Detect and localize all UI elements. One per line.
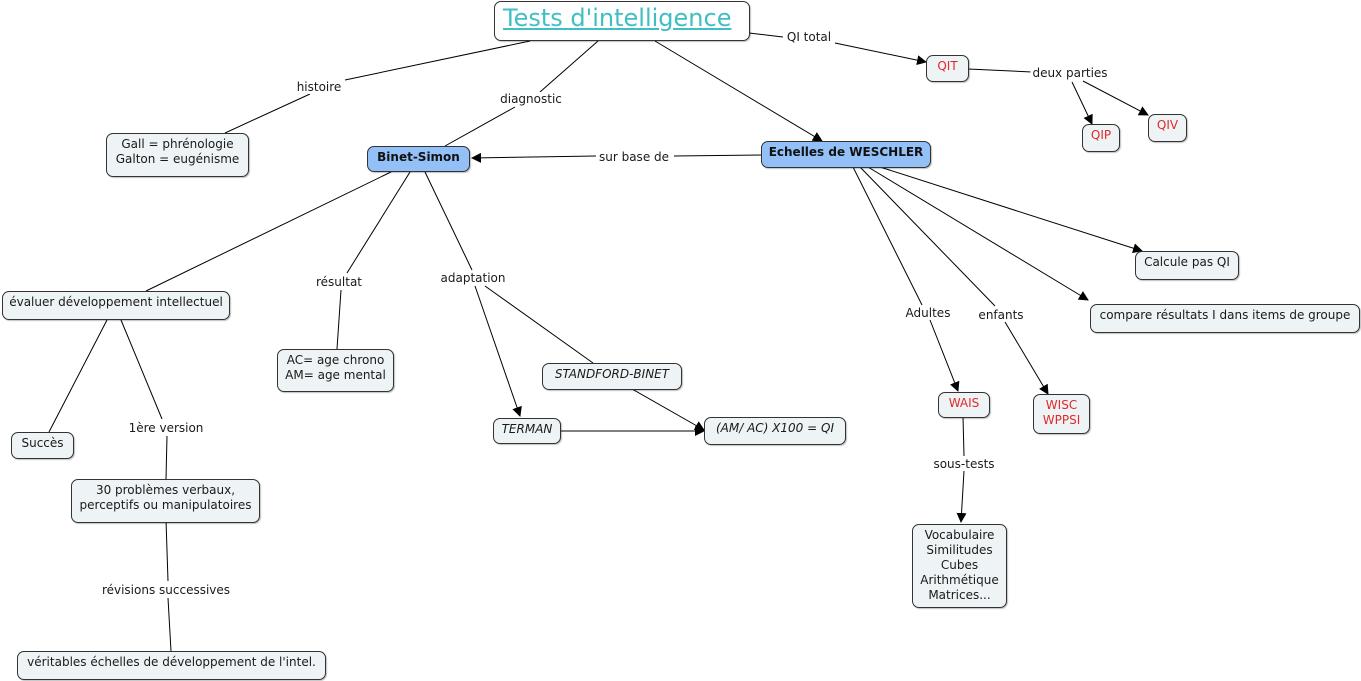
- concept-wais[interactable]: WAIS: [938, 392, 990, 418]
- concept-title[interactable]: Tests d'intelligence: [494, 1, 750, 41]
- link-arrow: [956, 470, 967, 523]
- link-arrow: [867, 166, 1089, 301]
- link-label-1ere-version: 1ère version: [126, 421, 206, 435]
- concept-evaluer-developpement[interactable]: évaluer développement intellectuel: [2, 291, 230, 320]
- link-line: [962, 416, 965, 457]
- concept-sous-tests-list[interactable]: Vocabulaire Similitudes Cubes Arithmétiq…: [912, 524, 1007, 608]
- concept-qip[interactable]: QIP: [1082, 124, 1120, 152]
- link-arrow: [474, 285, 522, 417]
- link-line: [224, 93, 311, 134]
- concept-gall-galton[interactable]: Gall = phrénologie Galton = eugénisme: [106, 133, 249, 177]
- link-line: [673, 154, 763, 157]
- concept-ac-am[interactable]: AC= age chrono AM= age mental: [277, 349, 394, 392]
- link-line: [852, 166, 923, 306]
- link-line: [444, 106, 516, 147]
- concept-formule-qi[interactable]: (AM/ AC) X100 = QI: [704, 417, 846, 445]
- link-label-sur-base-de: sur base de: [596, 150, 672, 164]
- link-arrow: [654, 40, 823, 142]
- concept-calcule-pas-qi[interactable]: Calcule pas QI: [1135, 251, 1239, 280]
- link-label-adaptation: adaptation: [438, 271, 508, 285]
- link-arrow: [471, 152, 597, 163]
- link-arrow: [1004, 321, 1049, 395]
- link-label-resultat: résultat: [313, 275, 365, 289]
- link-label-histoire: histoire: [294, 80, 344, 94]
- link-line: [165, 519, 169, 582]
- link-line: [48, 319, 108, 433]
- link-line: [967, 68, 1033, 73]
- concept-terman[interactable]: TERMAN: [493, 418, 561, 444]
- link-label-adultes: Adultes: [903, 306, 953, 320]
- concept-qit[interactable]: QIT: [926, 55, 969, 82]
- link-line: [165, 435, 168, 480]
- concept-30-problemes[interactable]: 30 problèmes verbaux, perceptifs ou mani…: [71, 479, 260, 523]
- link-line: [859, 166, 996, 307]
- link-line: [336, 289, 342, 350]
- link-label-sous-tests: sous-tests: [931, 457, 997, 471]
- concept-echelles-weschler[interactable]: Echelles de WESCHLER: [761, 141, 931, 168]
- link-arrow: [834, 42, 927, 66]
- link-label-revisions: révisions successives: [99, 583, 233, 597]
- link-arrow: [879, 166, 1143, 254]
- link-line: [748, 32, 784, 38]
- link-line: [344, 40, 531, 81]
- link-line: [167, 597, 172, 652]
- concept-compare-resultats[interactable]: compare résultats I dans items de groupe: [1090, 304, 1360, 333]
- link-label-qi-total: QI total: [784, 30, 834, 44]
- concept-binet-simon[interactable]: Binet-Simon: [367, 146, 470, 172]
- concept-qiv[interactable]: QIV: [1148, 114, 1187, 142]
- concept-standford-binet[interactable]: STANDFORD-BINET: [542, 363, 682, 390]
- link-arrow: [929, 319, 960, 392]
- link-arrow: [1082, 80, 1149, 116]
- link-line: [539, 40, 599, 93]
- concept-veritables-echelles[interactable]: véritables échelles de développement de …: [17, 651, 326, 680]
- link-label-diagnostic: diagnostic: [498, 92, 564, 106]
- link-arrow: [631, 388, 705, 431]
- link-line: [484, 285, 594, 364]
- concept-succes[interactable]: Succès: [11, 432, 74, 459]
- link-line: [424, 171, 473, 271]
- link-arrow: [1071, 81, 1093, 125]
- link-line: [145, 171, 392, 292]
- link-line: [120, 319, 163, 420]
- link-label-enfants: enfants: [976, 308, 1026, 322]
- link-label-deux-parties: deux parties: [1030, 66, 1110, 80]
- link-line: [346, 171, 411, 274]
- concept-wisc-wppsi[interactable]: WISC WPPSI: [1033, 394, 1090, 434]
